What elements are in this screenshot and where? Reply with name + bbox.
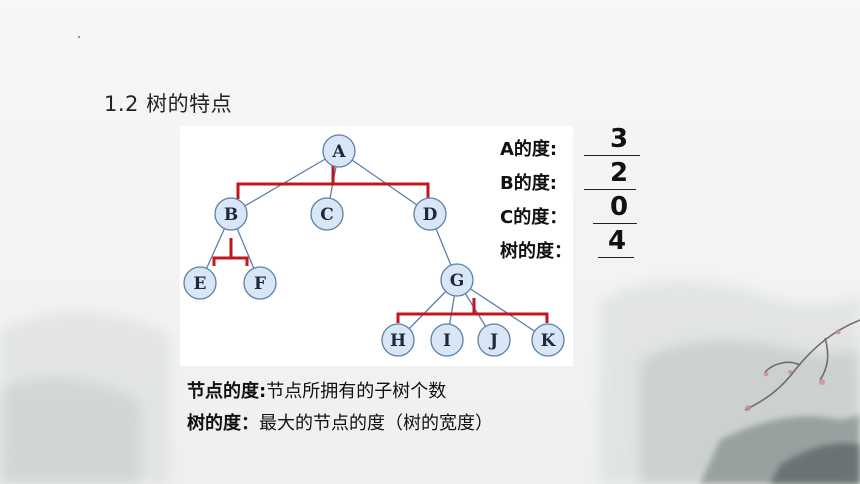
bracket-a (236, 166, 430, 199)
definition-tree-degree: 树的度：最大的节点的度（树的宽度） (187, 408, 493, 440)
tree-edges (199, 150, 549, 341)
degree-label: A的度: (500, 139, 558, 160)
answer-blank (584, 189, 636, 190)
tree-node-h (381, 323, 415, 357)
tree-node-label: C (320, 205, 334, 225)
tree-node-label: H (390, 331, 406, 351)
decorative-dot (78, 36, 80, 38)
degree-brackets (212, 166, 549, 323)
tree-nodes: A B C D E F G H I J K (183, 134, 565, 357)
tree-node-k (531, 323, 565, 357)
tree-node-a (322, 134, 356, 168)
degree-answer: 4 (608, 226, 627, 256)
plum-branch-decoration (744, 319, 860, 411)
tree-node-label: D (423, 205, 438, 225)
tree-node-label: B (224, 205, 238, 225)
tree-node-label: E (194, 274, 207, 294)
tree-node-label: F (254, 274, 266, 294)
degree-row-tree: 树的度： 4 (500, 226, 660, 264)
plum-blossoms-decoration (745, 329, 841, 411)
tree-node-label: A (331, 142, 346, 162)
tree-node-c (310, 197, 344, 231)
definition-text: 最大的节点的度（树的宽度） (259, 413, 493, 434)
section-title: 1.2 树的特点 (104, 92, 233, 116)
definition-node-degree: 节点的度:节点所拥有的子树个数 (187, 376, 493, 408)
degree-list: A的度: 3 B的度: 2 C的度： 0 树的度： 4 (500, 124, 660, 264)
answer-blank (598, 257, 634, 258)
tree-edge-G-K (456, 279, 549, 341)
degree-label: B的度: (500, 173, 557, 194)
tree-node-j (477, 323, 511, 357)
bracket-b (212, 238, 249, 266)
degree-label: C的度： (500, 207, 568, 228)
tree-node-g (440, 263, 474, 297)
tree-node-b (214, 197, 248, 231)
tree-node-f (243, 266, 277, 300)
degree-row-a: A的度: 3 (500, 124, 660, 162)
degree-answer: 3 (610, 124, 629, 154)
tree-node-label: K (541, 331, 557, 351)
degree-answer: 2 (610, 158, 629, 188)
tree-node-label: G (450, 271, 465, 291)
definition-term: 节点的度: (187, 381, 267, 402)
degree-answer: 0 (610, 192, 629, 222)
tree-node-e (183, 266, 217, 300)
degree-row-b: B的度: 2 (500, 158, 660, 196)
bracket-g (396, 298, 549, 323)
definition-term: 树的度： (187, 413, 259, 434)
tree-diagram: A B C D E F G H I J K (183, 134, 565, 357)
tree-node-label: J (488, 331, 498, 351)
definition-text: 节点所拥有的子树个数 (266, 381, 447, 402)
tree-diagram-panel: A B C D E F G H I J K (180, 126, 573, 366)
definitions: 节点的度:节点所拥有的子树个数 树的度：最大的节点的度（树的宽度） (187, 376, 493, 440)
tree-node-label: I (443, 331, 451, 351)
tree-node-i (430, 323, 464, 357)
degree-label: 树的度： (500, 241, 572, 262)
tree-node-d (413, 197, 447, 231)
degree-row-c: C的度： 0 (500, 192, 660, 230)
answer-blank (584, 155, 640, 156)
answer-blank (593, 223, 637, 224)
